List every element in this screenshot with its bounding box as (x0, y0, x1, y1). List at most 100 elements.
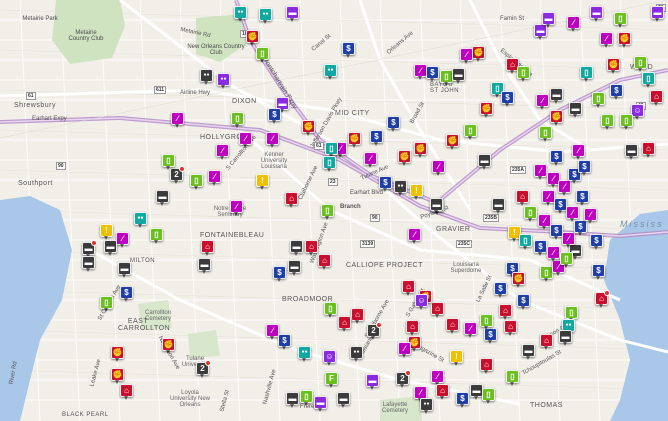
dollar-icon-marker[interactable]: $ (568, 168, 581, 184)
knife-icon-marker[interactable]: ∕ (536, 94, 549, 110)
vehicle-icon-marker[interactable]: ▬ (569, 102, 582, 118)
home-burglary-icon-marker[interactable]: ⌂ (516, 190, 529, 206)
knife-icon-marker[interactable]: ∕ (432, 160, 445, 176)
home-burglary-icon-marker[interactable]: ⌂ (436, 384, 449, 400)
phone-theft-icon-marker[interactable]: ▯ (231, 112, 244, 128)
vehicle-icon-marker[interactable]: ▬ (492, 198, 505, 214)
knife-icon-marker[interactable]: ∕ (216, 144, 229, 160)
phone-theft-icon-marker[interactable]: ▯ (323, 156, 336, 172)
knife-icon-marker[interactable]: ∕ (171, 112, 184, 128)
knife-icon-marker[interactable]: ∕ (542, 190, 555, 206)
vehicle-icon-marker[interactable]: ▬ (314, 396, 327, 412)
phone-theft-icon-marker[interactable]: ▯ (560, 252, 573, 268)
burglar-mask-icon-marker[interactable]: ●● (394, 180, 407, 196)
burglar-mask-icon-marker[interactable]: ●● (259, 8, 272, 24)
vehicle-icon-marker[interactable]: ▬ (288, 260, 301, 276)
knife-icon-marker[interactable]: ∕ (208, 170, 221, 186)
knife-icon-marker[interactable]: ∕ (431, 370, 444, 386)
dollar-icon-marker[interactable]: $ (576, 190, 589, 206)
home-burglary-icon-marker[interactable]: ⌂ (446, 318, 459, 334)
vehicle-icon-marker[interactable]: ▬ (559, 330, 572, 346)
home-burglary-icon-marker[interactable]: ⌂ (642, 142, 655, 158)
phone-theft-icon-marker[interactable]: ▯ (491, 82, 504, 98)
knife-icon-marker[interactable]: ∕ (558, 180, 571, 196)
vehicle-icon-marker[interactable]: ▬ (522, 344, 535, 360)
knife-icon-marker[interactable]: ∕ (266, 132, 279, 148)
phone-theft-icon-marker[interactable]: ▯ (150, 228, 163, 244)
person-icon-marker[interactable]: ☺ (415, 294, 428, 310)
vehicle-icon-marker[interactable]: ▬ (478, 154, 491, 170)
vehicle-icon-marker[interactable]: ▬ (337, 392, 350, 408)
phone-theft-icon-marker[interactable]: ▯ (190, 174, 203, 190)
assault-fist-icon-marker[interactable]: ✊ (618, 32, 631, 48)
vehicle-icon-marker[interactable]: ▬ (104, 240, 117, 256)
home-burglary-icon-marker[interactable]: ⌂ (120, 384, 133, 400)
home-burglary-icon-marker[interactable]: ⌂ (338, 316, 351, 332)
phone-theft-icon-marker[interactable]: ▯ (506, 370, 519, 386)
phone-theft-icon-marker[interactable]: ▯ (517, 66, 530, 82)
vehicle-icon-marker[interactable]: ▬ (590, 6, 603, 22)
phone-theft-icon-marker[interactable]: ▯ (519, 234, 532, 250)
vehicle-icon-marker[interactable]: ▬ (550, 88, 563, 104)
vehicle-icon-marker[interactable]: ▬ (198, 258, 211, 274)
dollar-icon-marker[interactable]: $ (278, 334, 291, 350)
home-burglary-icon-marker[interactable]: ⌂ (318, 254, 331, 270)
knife-icon-marker[interactable]: ∕ (584, 208, 597, 224)
letter-icon-marker[interactable]: 2 (196, 360, 211, 378)
dollar-icon-marker[interactable]: $ (592, 264, 605, 280)
vehicle-icon-marker[interactable]: ▬ (430, 198, 443, 214)
dollar-icon-marker[interactable]: $ (590, 234, 603, 250)
home-burglary-icon-marker[interactable]: ⌂ (285, 192, 298, 208)
phone-theft-icon-marker[interactable]: ▯ (601, 114, 614, 130)
phone-theft-icon-marker[interactable]: ▯ (480, 314, 493, 330)
person-icon-marker[interactable]: ☺ (323, 350, 336, 366)
burglar-mask-icon-marker[interactable]: ●● (234, 6, 247, 22)
home-burglary-icon-marker[interactable]: ⌂ (406, 320, 419, 336)
knife-icon-marker[interactable]: ∕ (408, 228, 421, 244)
home-burglary-icon-marker[interactable]: ⌂ (650, 90, 663, 106)
home-burglary-icon-marker[interactable]: ⌂ (540, 334, 553, 350)
phone-theft-icon-marker[interactable]: ▯ (642, 72, 655, 88)
burglar-mask-icon-marker[interactable]: ●● (350, 346, 363, 362)
assault-fist-icon-marker[interactable]: ✊ (398, 150, 411, 166)
dollar-icon-marker[interactable]: $ (517, 294, 530, 310)
phone-theft-icon-marker[interactable]: ▯ (464, 124, 477, 140)
home-burglary-icon-marker[interactable]: ⌂ (351, 308, 364, 324)
phone-theft-icon-marker[interactable]: ▯ (300, 390, 313, 406)
home-burglary-icon-marker[interactable]: ⌂ (504, 320, 517, 336)
dollar-icon-marker[interactable]: $ (268, 108, 281, 124)
home-burglary-icon-marker[interactable]: ⌂ (201, 240, 214, 256)
vehicle-icon-marker[interactable]: ▬ (286, 392, 299, 408)
knife-icon-marker[interactable]: ∕ (547, 246, 560, 262)
vehicle-icon-marker[interactable]: ▬ (625, 144, 638, 160)
burglar-mask-icon-marker[interactable]: ●● (298, 346, 311, 362)
letter-icon-marker[interactable]: 2 (170, 166, 185, 184)
dollar-icon-marker[interactable]: $ (550, 150, 563, 166)
vehicle-icon-marker[interactable]: ▬ (366, 374, 379, 390)
assault-fist-icon-marker[interactable]: ✊ (246, 30, 259, 46)
burglar-mask-icon-marker[interactable]: ●● (217, 73, 230, 89)
home-burglary-icon-marker[interactable]: ⌂ (506, 58, 519, 74)
assault-fist-icon-marker[interactable]: ✊ (162, 338, 175, 354)
dollar-icon-marker[interactable]: $ (370, 130, 383, 146)
dollar-icon-marker[interactable]: $ (387, 116, 400, 132)
assault-fist-icon-marker[interactable]: ✊ (512, 272, 525, 288)
knife-icon-marker[interactable]: ∕ (116, 232, 129, 248)
alert-icon-marker[interactable]: ! (256, 174, 269, 190)
vehicle-icon-marker[interactable]: ▬ (534, 24, 547, 40)
dollar-icon-marker[interactable]: $ (578, 160, 591, 176)
knife-icon-marker[interactable]: ∕ (600, 32, 613, 48)
phone-theft-icon-marker[interactable]: ▯ (580, 66, 593, 82)
dollar-icon-marker[interactable]: $ (484, 328, 497, 344)
dollar-icon-marker[interactable]: $ (120, 286, 133, 302)
assault-fist-icon-marker[interactable]: ✊ (302, 120, 315, 136)
vehicle-icon-marker[interactable]: ▬ (118, 262, 131, 278)
vehicle-icon-marker[interactable]: ▬ (651, 6, 664, 22)
knife-icon-marker[interactable]: ∕ (562, 232, 575, 248)
home-burglary-icon-marker[interactable]: ⌂ (305, 240, 318, 256)
dollar-icon-marker[interactable]: $ (426, 66, 439, 82)
letter-icon-marker[interactable]: 2 (367, 322, 382, 340)
phone-theft-icon-marker[interactable]: ▯ (100, 296, 113, 312)
vehicle-icon-marker[interactable]: ▬ (290, 240, 303, 256)
home-burglary-icon-marker[interactable]: ⌂ (402, 280, 415, 296)
